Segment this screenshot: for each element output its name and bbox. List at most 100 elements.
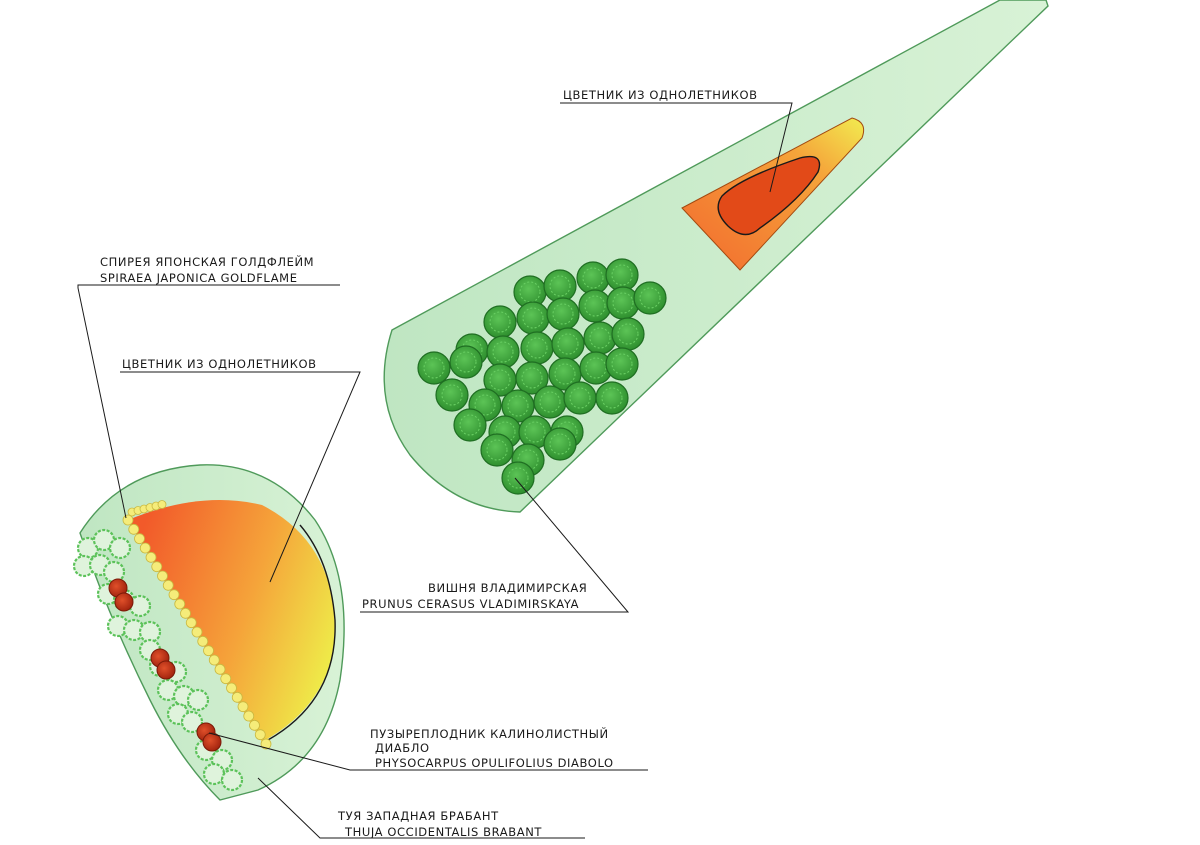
cherry-tree-crown	[611, 264, 633, 286]
spiraea-shrub	[139, 542, 151, 554]
leader-thuja	[257, 777, 585, 839]
label-cherry-lat: PRUNUS CERASUS VLADIMIRSKAYA	[362, 597, 579, 611]
cherry-tree	[435, 378, 469, 412]
cherry-tree	[563, 381, 597, 415]
cherry-tree	[578, 289, 612, 323]
cherry-tree	[515, 361, 549, 395]
thuja-plant	[128, 594, 152, 618]
cherry-tree	[583, 321, 617, 355]
leader-annuals-left	[120, 371, 361, 583]
cherry-tree-crown	[522, 307, 544, 329]
physocarpus-group	[108, 578, 222, 752]
cherry-tree	[486, 335, 520, 369]
annuals-bed-outline	[267, 524, 336, 741]
cherry-tree	[543, 269, 577, 303]
spiraea-shrub	[249, 719, 260, 731]
cherry-tree-crown	[557, 333, 579, 355]
spiraea-shrub	[145, 551, 157, 563]
cherry-tree-crown	[507, 467, 529, 489]
cherry-tree	[501, 461, 535, 495]
cherry-tree	[551, 327, 585, 361]
cherry-tree-crown	[459, 414, 481, 436]
spiraea-shrub	[226, 682, 237, 694]
label-thuja-lat: THUJA OCCIDENTALIS BRABANT	[344, 825, 542, 839]
cherry-tree	[611, 317, 645, 351]
cherry-tree-crown	[526, 337, 548, 359]
cherry-tree	[449, 345, 483, 379]
cherry-tree-crown	[582, 267, 604, 289]
spiraea-shrub	[243, 710, 255, 722]
cherry-tree	[633, 281, 667, 315]
lawn-strip	[383, 0, 1049, 513]
label-cherry-ru: ВИШНЯ ВЛАДИМИРСКАЯ	[428, 581, 587, 595]
label-annuals-left: ЦВЕТНИК ИЗ ОДНОЛЕТНИКОВ	[122, 357, 317, 371]
physocarpus-shrub	[156, 660, 176, 680]
label-spiraea-ru: СПИРЕЯ ЯПОНСКАЯ ГОЛДФЛЕЙМ	[100, 254, 314, 269]
cherry-tree-crown	[423, 357, 445, 379]
cherry-tree-crown	[549, 275, 571, 297]
cherry-tree	[595, 381, 629, 415]
leader-cherry	[360, 477, 630, 613]
leader-physocarpus	[208, 732, 648, 771]
thuja-plant	[186, 688, 210, 712]
spiraea-shrub	[180, 607, 191, 619]
spiraea-shrub	[162, 579, 174, 591]
cherry-tree-crown	[492, 341, 514, 363]
cherry-tree-crown	[519, 281, 541, 303]
cherry-tree-crown	[556, 421, 578, 443]
spiraea-shrub	[208, 654, 220, 666]
label-physocarpus-ru-2: ДИАБЛО	[375, 741, 430, 755]
thuja-plant	[220, 768, 244, 792]
cherry-tree	[417, 351, 451, 385]
cherry-tree-crown	[617, 323, 639, 345]
spiraea-shrub	[203, 645, 214, 657]
thuja-plant	[108, 536, 132, 560]
spiraea-shrub	[260, 738, 272, 750]
spiraea-shrub	[214, 663, 226, 675]
spiraea-border	[122, 500, 272, 750]
cherry-tree-crown	[489, 311, 511, 333]
cherry-tree-crown	[486, 439, 508, 461]
cherry-tree-crown	[507, 395, 529, 417]
cherry-tree-crown	[584, 295, 606, 317]
spiraea-shrub	[128, 523, 140, 535]
spiraea-shrub	[191, 626, 203, 638]
cherry-tree-crown	[589, 327, 611, 349]
cherry-tree	[516, 301, 550, 335]
spiraea-shrub	[157, 570, 168, 582]
spiraea-shrub	[231, 691, 243, 703]
annuals-bed-half	[128, 500, 336, 742]
cherry-tree	[605, 347, 639, 381]
cherry-tree	[605, 258, 639, 292]
thuja-plant	[202, 762, 226, 786]
cherry-tree	[533, 385, 567, 419]
spiraea-shrub	[151, 561, 163, 573]
spiraea-shrub	[174, 598, 186, 610]
cherry-tree-crown	[611, 353, 633, 375]
cherry-tree	[453, 408, 487, 442]
cherry-tree	[546, 297, 580, 331]
cherry-tree-crown	[474, 394, 496, 416]
spiraea-shrub	[134, 533, 145, 545]
cherry-tree-crown	[517, 449, 539, 471]
cherry-tree	[576, 261, 610, 295]
label-physocarpus-lat: PHYSOCARPUS OPULIFOLIUS DIABOLO	[375, 756, 614, 770]
label-spiraea-lat: SPIRAEA JAPONICA GOLDFLAME	[100, 271, 298, 285]
cherry-tree-crown	[461, 339, 483, 361]
cherry-tree-crown	[521, 367, 543, 389]
cherry-tree-crown	[489, 369, 511, 391]
cherry-tree	[480, 433, 514, 467]
leader-annuals-top	[560, 102, 793, 193]
cherry-tree-crown	[601, 387, 623, 409]
spiraea-shrub	[122, 514, 134, 526]
cherry-tree-crown	[552, 303, 574, 325]
cherry-tree-cluster	[417, 258, 667, 495]
physocarpus-shrub	[114, 592, 134, 612]
cherry-tree-crown	[612, 292, 634, 314]
annuals-bed-triangle-inner	[717, 155, 821, 236]
spiraea-shrub	[220, 673, 232, 685]
physocarpus-shrub	[202, 732, 222, 752]
spiraea-shrub	[185, 617, 197, 629]
cherry-tree-crown	[455, 351, 477, 373]
